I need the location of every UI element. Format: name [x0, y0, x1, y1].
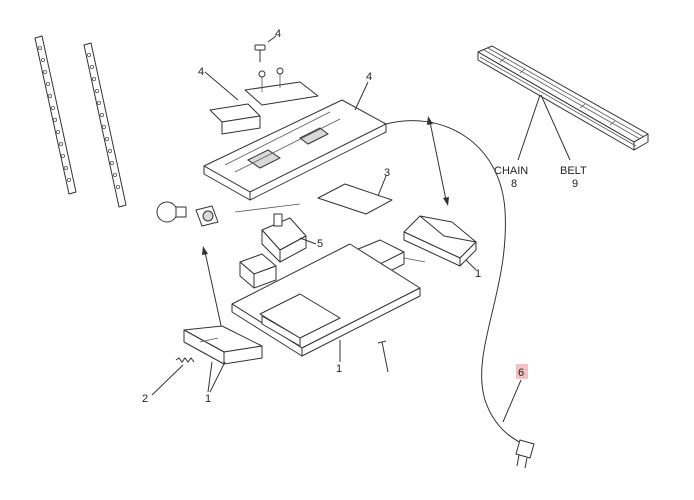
callout-1-right: 1 — [475, 268, 481, 280]
chain-callout-number: 8 — [511, 178, 517, 190]
bulb-socket — [195, 205, 219, 227]
chassis-plate — [203, 99, 387, 201]
callout-2: 2 — [142, 393, 148, 405]
long-screw — [377, 340, 389, 373]
bottom-housing — [231, 243, 421, 357]
assembly-arrow-right — [427, 116, 449, 206]
spring-part — [175, 357, 195, 363]
rail-strip-right — [83, 42, 127, 208]
mounting-bracket — [209, 67, 319, 135]
light-bulb — [156, 201, 187, 223]
lens-cover — [183, 325, 263, 365]
screw-part — [254, 44, 266, 62]
callout-5: 5 — [317, 238, 323, 250]
callout-3: 3 — [384, 167, 390, 179]
housing-cover-right — [403, 215, 477, 267]
belt-callout-number: 9 — [572, 178, 578, 190]
chain-label: CHAIN — [494, 165, 528, 177]
callout-1-bottom: 1 — [336, 363, 342, 375]
motor-gear — [261, 213, 307, 263]
power-cord — [385, 120, 526, 446]
gear-mount — [239, 253, 277, 289]
rail-strip-left — [34, 35, 77, 195]
callout-4-screw: 4 — [275, 28, 281, 40]
circuit-card — [234, 183, 393, 215]
power-plug-icon — [515, 439, 535, 469]
callout-1-lens: 1 — [205, 393, 211, 405]
belt-label: BELT — [560, 165, 587, 177]
callout-4-bracket: 4 — [198, 66, 204, 78]
callout-6-highlight — [516, 364, 528, 379]
rail-assembly — [477, 45, 649, 151]
assembly-arrow-left — [202, 246, 225, 336]
callout-4-chassis: 4 — [366, 71, 372, 83]
callout-6: 6 — [518, 367, 524, 379]
